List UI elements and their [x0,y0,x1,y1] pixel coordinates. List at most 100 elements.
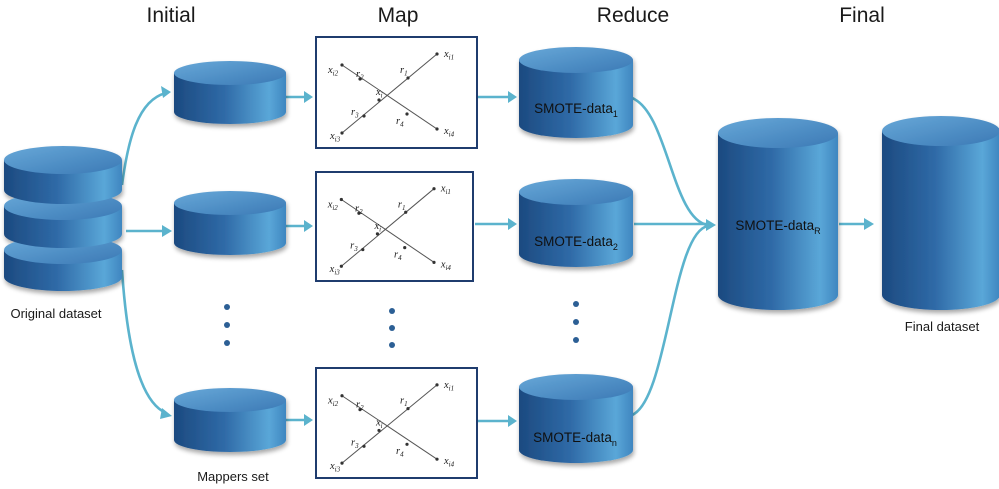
plot-point [435,52,439,56]
plot-point [405,112,409,116]
plot-point [362,444,366,448]
label-x-i3: xi3 [329,131,341,144]
label-smote-data-2: SMOTE-data2 [534,234,618,252]
caption-original-dataset: Original dataset [10,306,101,321]
smote-data-n-cylinder [519,374,633,463]
label-x-i: xi [374,221,382,234]
label-x-i4: xi4 [443,456,455,469]
arrowhead [304,220,313,232]
arrow-original-to-mapper-n [120,269,167,415]
header-map: Map [378,4,419,27]
label-r-2: r2 [355,203,363,216]
plot-line [341,199,435,263]
label-x-i: xi [375,87,383,100]
map-plots: xi2 xi1 xi3 xi4 xi r2 r1 r3 r4 xi2 xi1 xi3 xi4 xi r2 r1… [315,36,478,479]
plot-line [341,384,438,464]
arrowhead [304,414,313,426]
plot-line [341,188,435,267]
label-r-1: r1 [400,65,408,78]
label-x-i2: xi2 [327,65,339,78]
label-r-2: r2 [356,400,364,413]
label-r-1: r1 [398,199,406,212]
arrowhead [162,225,172,237]
plot-line [341,395,438,460]
label-x-i1: xi1 [443,380,454,393]
label-smote-data-n: SMOTE-datan [533,430,617,448]
label-x-i1: xi1 [443,49,454,62]
label-x-i4: xi4 [443,126,455,139]
label-r-3: r3 [350,241,358,254]
plot-point [362,114,366,118]
arrow-smote-1-to-smote-r [631,96,709,227]
plot-point [432,187,436,191]
plot-point [340,131,344,135]
label-r-4: r4 [394,249,402,262]
plot-point [405,442,409,446]
ellipsis-mappers [224,304,230,346]
mapper-cylinder-1 [174,61,286,124]
plot-point [404,210,408,214]
arrowhead [864,218,874,230]
plot-line [341,53,438,134]
header-reduce: Reduce [597,4,669,27]
arrowhead [706,219,716,231]
plot-point [339,264,343,268]
label-x-i: xi [375,417,383,430]
arrowhead [304,91,313,103]
plot-point [406,76,410,80]
plot-point [435,383,439,387]
label-r-3: r3 [351,437,359,450]
arrow-smote-n-to-smote-r [631,224,709,417]
plot-point [339,197,343,202]
label-x-i4: xi4 [440,259,452,272]
plot-point [358,408,362,412]
plot-frame [315,367,478,479]
label-x-i1: xi1 [440,184,451,197]
plot-point [432,260,436,264]
smote-data-2-cylinder [519,179,633,267]
arrowhead [508,415,517,427]
plot-point [340,394,344,398]
plot-point [340,461,344,465]
label-x-i2: xi2 [327,396,339,409]
final-dataset-cylinder [882,116,999,310]
label-smote-data-1: SMOTE-data1 [534,101,618,119]
ellipsis-maps [389,308,395,348]
label-r-4: r4 [396,446,404,459]
plot-point [358,77,362,81]
label-x-i2: xi2 [327,199,339,212]
original-dataset-cylinder [4,146,122,291]
plot-frame [315,36,478,149]
smote-data-1-cylinder [519,47,633,138]
ellipsis-reducers [573,301,579,343]
plot-point [340,63,344,67]
caption-mappers-set: Mappers set [197,469,269,484]
plot-point [377,428,381,433]
arrowhead [508,218,517,230]
caption-final-dataset: Final dataset [905,319,980,334]
label-r-2: r2 [356,69,364,82]
plot-line [341,64,438,130]
mapper-cylinder-n [174,388,286,452]
arrowhead [160,408,172,419]
plot-frame [315,171,474,282]
plot-point [406,407,410,411]
smote-data-r-cylinder [718,118,838,310]
label-smote-data-r: SMOTE-dataR [735,218,821,236]
label-x-i3: xi3 [329,264,341,277]
arrow-original-to-mapper-1 [120,91,167,186]
plot-point [357,211,361,215]
plot-point [435,457,439,461]
map-plot-1: xi2 xi1 xi3 xi4 xi r2 r1 r3 r4 [315,36,478,149]
plot-point [403,246,407,250]
label-r-1: r1 [400,396,408,409]
flow-arrows [120,86,874,427]
arrowhead [161,86,171,98]
plot-point [435,127,439,131]
label-r-3: r3 [351,107,359,120]
plot-point [375,232,380,236]
label-r-4: r4 [396,116,404,129]
arrowhead [508,91,517,103]
